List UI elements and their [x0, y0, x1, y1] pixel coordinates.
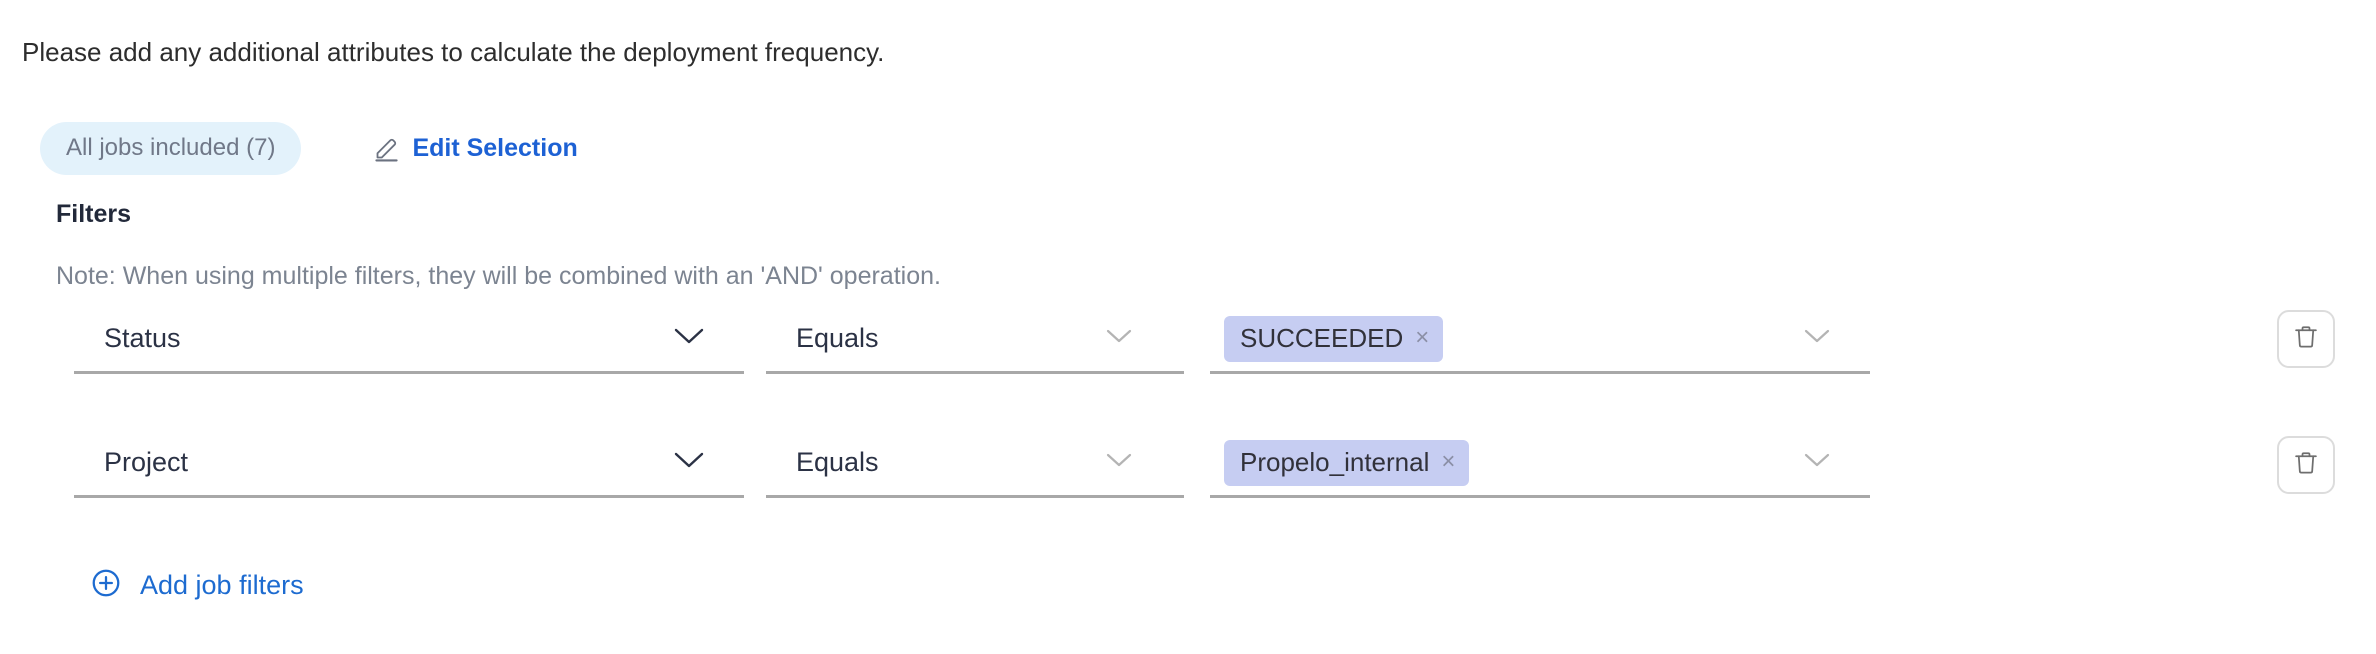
chevron-down-icon — [1104, 450, 1134, 475]
filter-attribute-value: Status — [104, 323, 181, 353]
plus-circle-icon — [90, 567, 122, 604]
filter-operator-select[interactable]: Equals — [766, 430, 1184, 498]
filter-value-select[interactable]: Propelo_internal × — [1210, 430, 1870, 498]
filter-value-chip[interactable]: SUCCEEDED × — [1224, 315, 1444, 362]
chevron-down-icon — [672, 325, 706, 352]
filter-operator-select[interactable]: Equals — [766, 306, 1184, 374]
intro-text: Please add any additional attributes to … — [22, 37, 885, 67]
add-job-filters-label: Add job filters — [140, 570, 304, 600]
filter-value-select[interactable]: SUCCEEDED × — [1210, 306, 1870, 374]
close-icon[interactable]: × — [1415, 324, 1430, 351]
edit-selection-label: Edit Selection — [412, 134, 578, 162]
close-icon[interactable]: × — [1441, 448, 1456, 475]
filters-heading: Filters — [56, 200, 132, 228]
filter-row: Project Equals Propelo_internal × — [0, 430, 2376, 550]
filter-attribute-select[interactable]: Project — [74, 430, 744, 498]
trash-icon — [2292, 449, 2320, 482]
add-job-filters-button[interactable]: Add job filters — [90, 567, 304, 604]
filter-operator-value: Equals — [796, 323, 879, 353]
chevron-down-icon — [1802, 450, 1832, 475]
chevron-down-icon — [672, 449, 706, 476]
all-jobs-included-pill[interactable]: All jobs included (7) — [40, 122, 302, 175]
filter-attribute-select[interactable]: Status — [74, 306, 744, 374]
chevron-down-icon — [1104, 326, 1134, 351]
edit-selection-button[interactable]: Edit Selection — [373, 134, 578, 162]
trash-icon — [2292, 323, 2320, 356]
filter-row: Status Equals SUCCEEDED × — [0, 306, 2376, 426]
filter-value-chip[interactable]: Propelo_internal × — [1224, 439, 1470, 486]
delete-filter-button[interactable] — [2277, 310, 2335, 368]
filters-note: Note: When using multiple filters, they … — [56, 262, 941, 290]
filter-attribute-value: Project — [104, 447, 189, 477]
filter-operator-value: Equals — [796, 447, 879, 477]
chevron-down-icon — [1802, 326, 1832, 351]
selection-row: All jobs included (7) Edit Selection — [40, 122, 578, 175]
delete-filter-button[interactable] — [2277, 436, 2335, 494]
filter-value-chip-label: Propelo_internal — [1240, 446, 1430, 477]
filter-value-chip-label: SUCCEEDED — [1240, 322, 1404, 353]
pencil-icon — [373, 135, 400, 162]
